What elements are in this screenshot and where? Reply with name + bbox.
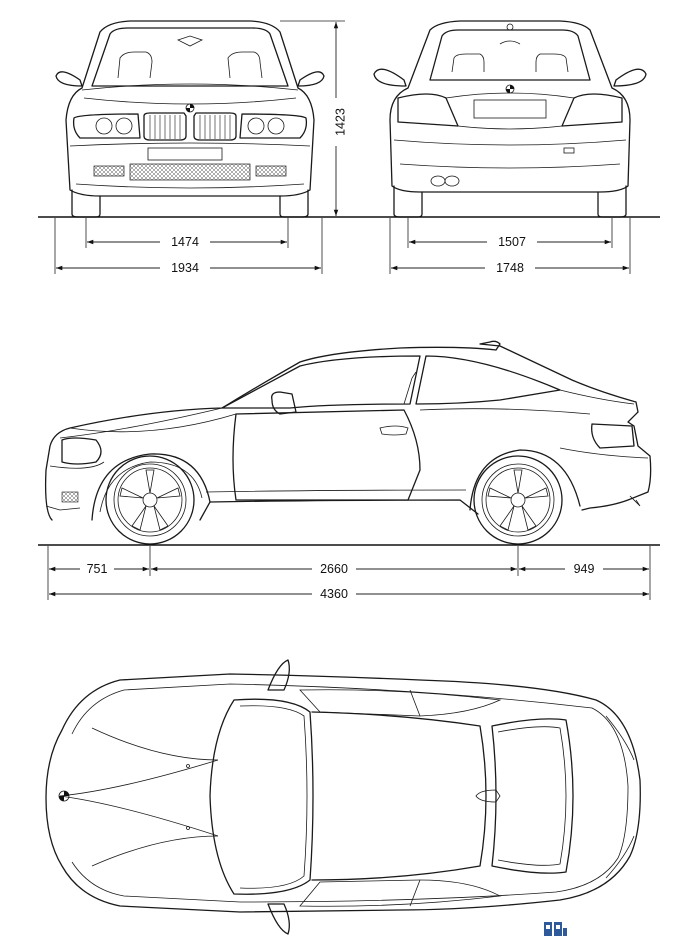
- front-view: [55, 20, 325, 218]
- rear-view: [373, 20, 647, 218]
- front-track-dimension: [85, 218, 289, 248]
- height-dimension: [280, 20, 345, 216]
- overhang-wheelbase-dimension: [47, 546, 651, 600]
- rear-track-dimension: [407, 218, 613, 248]
- front-width-label: 1934: [171, 261, 199, 275]
- rear-width-dimension: [389, 218, 631, 274]
- side-view: [44, 340, 652, 545]
- wheelbase-label: 2660: [320, 562, 348, 576]
- front-track-label: 1474: [171, 235, 199, 249]
- top-view: [45, 659, 641, 935]
- front-overhang-label: 751: [87, 562, 108, 576]
- rear-overhang-label: 949: [574, 562, 595, 576]
- front-width-dimension: [54, 218, 323, 274]
- publisher-logo-icon: [544, 922, 567, 936]
- rear-track-label: 1507: [498, 235, 526, 249]
- length-label: 4360: [320, 587, 348, 601]
- height-label: 1423: [333, 108, 347, 136]
- rear-width-label: 1748: [496, 261, 524, 275]
